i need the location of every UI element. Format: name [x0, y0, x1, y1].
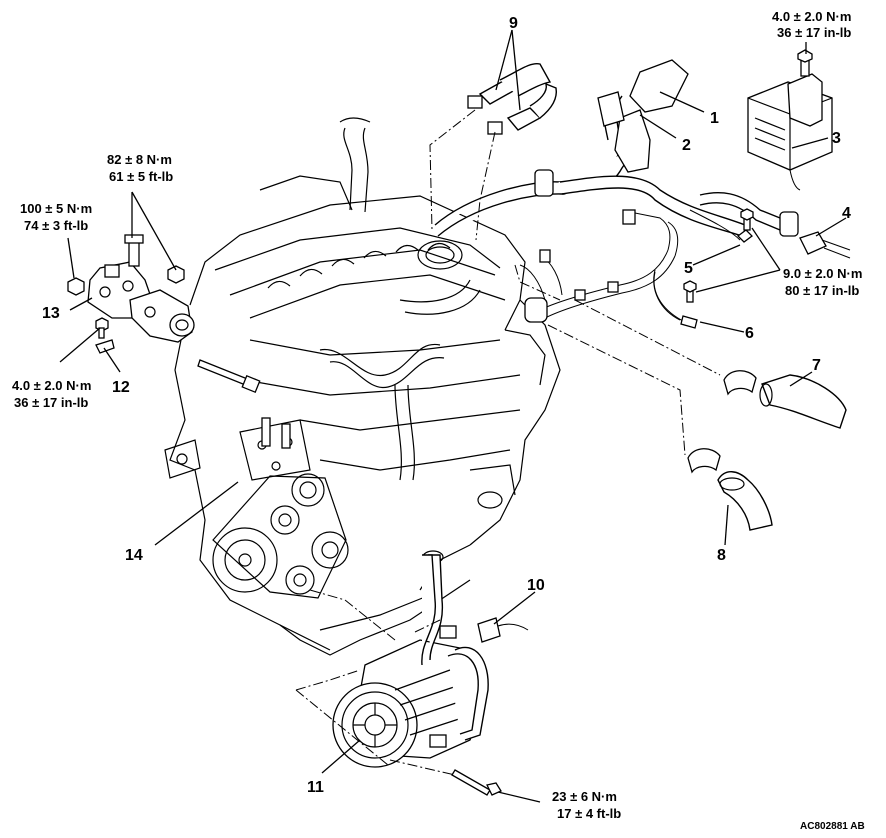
callout-3: 3: [832, 130, 841, 147]
callout-4: 4: [842, 205, 851, 222]
connector-10: [477, 617, 529, 643]
mount-nut-left: [67, 277, 85, 296]
callout-9: 9: [509, 15, 518, 32]
callout-13: 13: [42, 305, 60, 322]
torque-spec-clip-nm: 4.0 ± 2.0 N·m: [12, 378, 91, 393]
mount-nut: [167, 265, 185, 284]
torque-spec-mount-ftlb: 61 ± 5 ft-lb: [109, 169, 173, 184]
ground-bolt-upper: [740, 208, 754, 231]
figure-id: AC802881 AB: [800, 821, 865, 832]
ground-bolt-lower: [683, 280, 697, 303]
connector-4: [799, 231, 851, 259]
relay-box-bolt: [797, 49, 813, 77]
torque-spec-compressor-ftlb: 17 ± 4 ft-lb: [557, 806, 621, 821]
heater-hoses: [467, 63, 557, 135]
torque-spec-clip-inlb: 36 ± 17 in-lb: [14, 395, 88, 410]
engine-mount-bracket: [87, 261, 195, 343]
relay-box: [747, 73, 833, 191]
radiator-hose-upper: [723, 370, 847, 429]
callout-14: 14: [125, 547, 143, 564]
small-bolt-left: [95, 317, 109, 339]
torque-spec-relay-inlb: 36 ± 17 in-lb: [777, 25, 851, 40]
wiring-harness: [434, 59, 799, 323]
radiator-hose-lower: [687, 448, 773, 531]
torque-spec-mount-nm: 82 ± 8 N·m: [107, 152, 172, 167]
reference-lines: [295, 109, 721, 776]
mount-bolt: [124, 234, 144, 267]
callout-10: 10: [527, 577, 545, 594]
torque-spec-bracket-nm: 100 ± 5 N·m: [20, 201, 92, 216]
callout-7: 7: [812, 357, 821, 374]
callout-2: 2: [682, 137, 691, 154]
callout-1: 1: [710, 110, 719, 127]
callout-12: 12: [112, 379, 130, 396]
clip-12: [95, 339, 115, 354]
callout-6: 6: [745, 325, 754, 342]
torque-spec-relay-nm: 4.0 ± 2.0 N·m: [772, 9, 851, 24]
engine-assembly: [164, 117, 561, 656]
leader-lines: [59, 29, 847, 803]
callout-11: 11: [307, 779, 324, 796]
torque-spec-bracket-ftlb: 74 ± 3 ft-lb: [24, 218, 88, 233]
callout-8: 8: [717, 547, 726, 564]
ground-cable: [653, 271, 698, 329]
torque-spec-compressor-nm: 23 ± 6 N·m: [552, 789, 617, 804]
ac-pipes: [421, 554, 489, 741]
torque-spec-ground-inlb: 80 ± 17 in-lb: [785, 283, 859, 298]
compressor-bolt: [451, 769, 502, 796]
torque-spec-ground-nm: 9.0 ± 2.0 N·m: [783, 266, 862, 281]
callout-5: 5: [684, 260, 693, 277]
